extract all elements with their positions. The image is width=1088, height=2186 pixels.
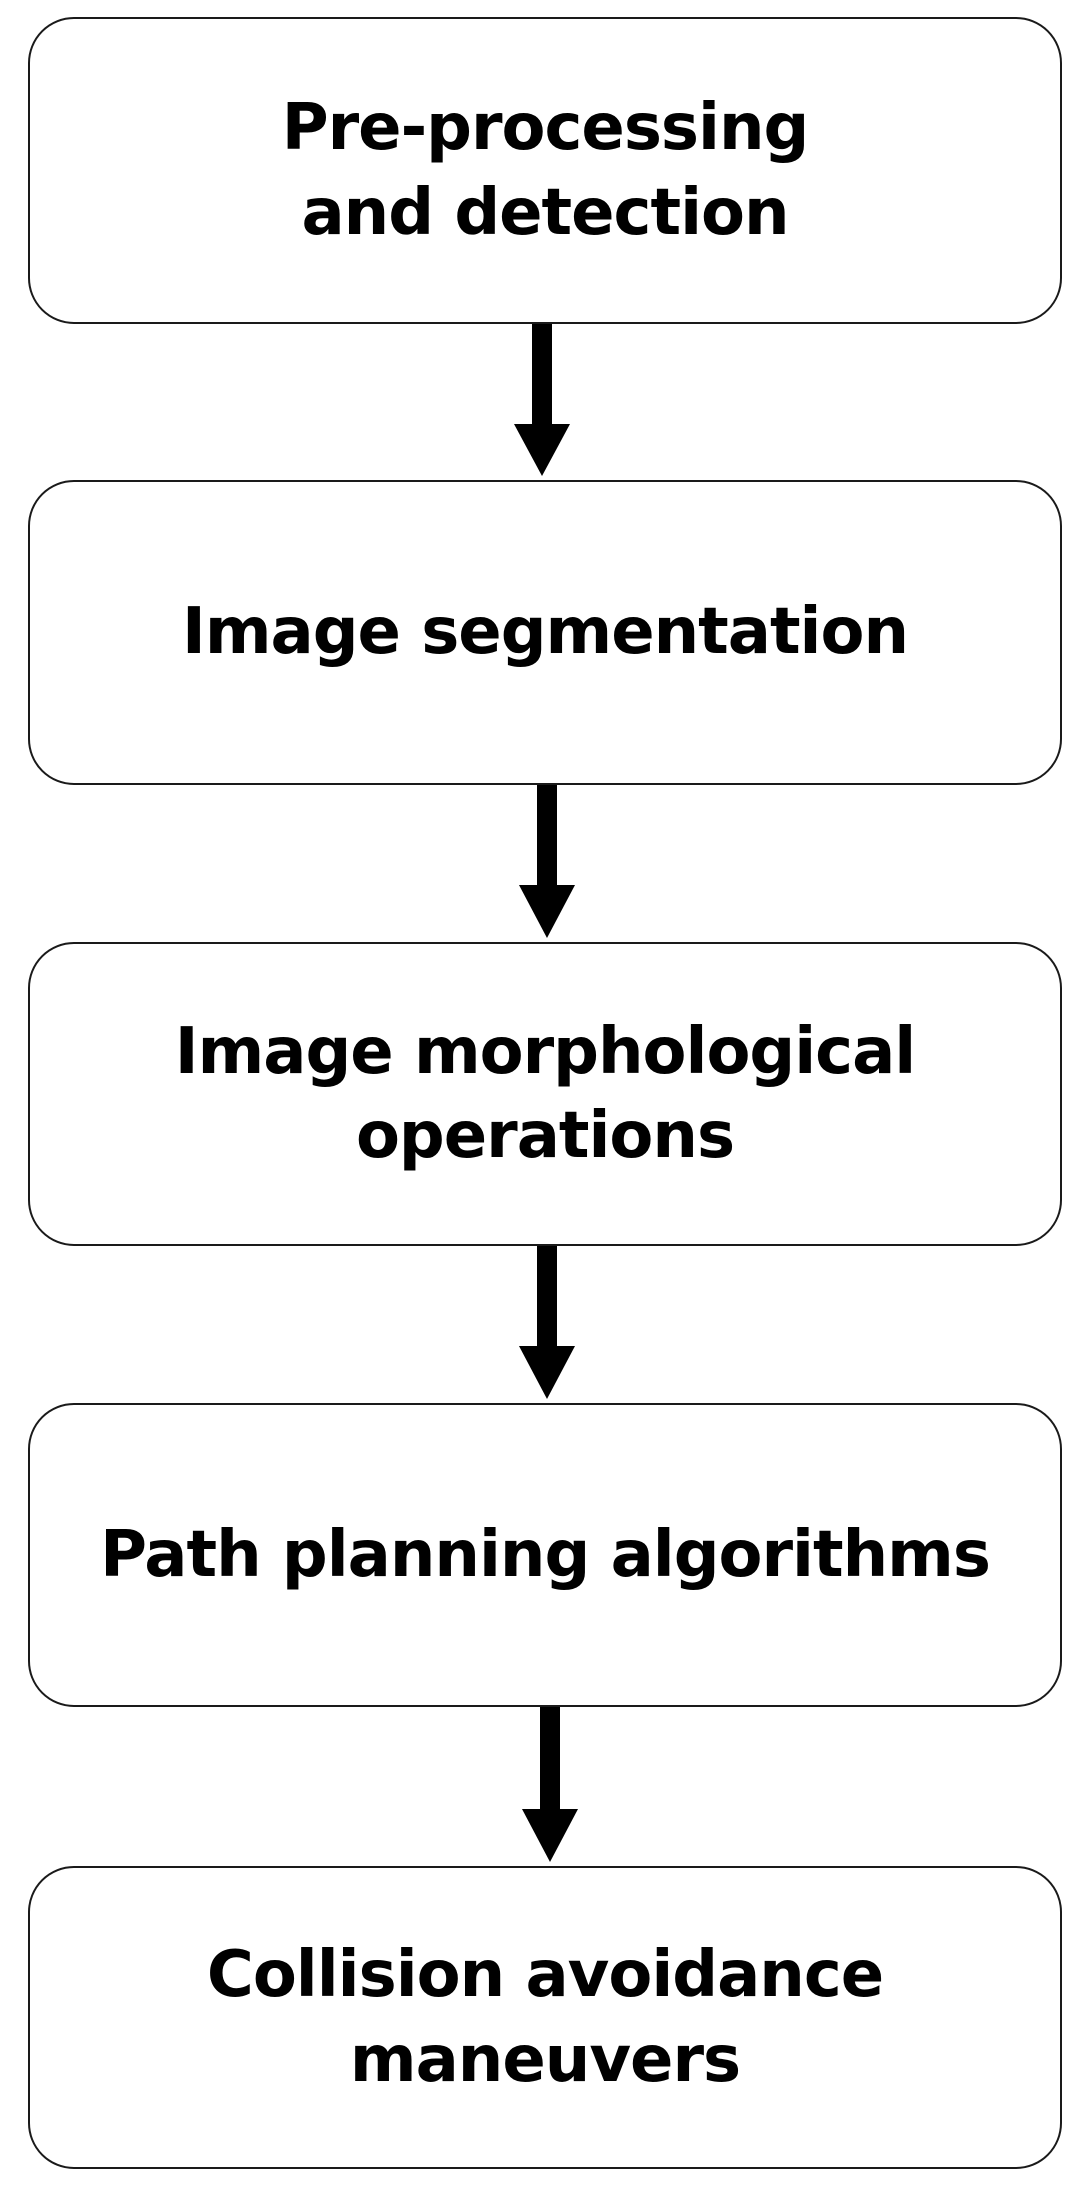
down-arrow-icon: [519, 785, 575, 938]
down-arrow-icon: [514, 324, 570, 476]
step-box-morphology: Image morphological operations: [28, 942, 1062, 1246]
step-label: Path planning algorithms: [100, 1517, 991, 1592]
step-box-segmentation: Image segmentation: [28, 480, 1062, 785]
step-box-path-planning: Path planning algorithms: [28, 1403, 1062, 1707]
step-label: Collision avoidance maneuvers: [206, 1938, 884, 2097]
step-label: Pre-processing and detection: [281, 91, 810, 250]
down-arrow-icon: [519, 1246, 575, 1399]
step-box-collision-avoidance: Collision avoidance maneuvers: [28, 1866, 1062, 2169]
down-arrow-icon: [522, 1707, 578, 1862]
step-box-preprocessing: Pre-processing and detection: [28, 17, 1062, 324]
step-label: Image morphological operations: [174, 1014, 916, 1173]
step-label: Image segmentation: [182, 595, 909, 670]
